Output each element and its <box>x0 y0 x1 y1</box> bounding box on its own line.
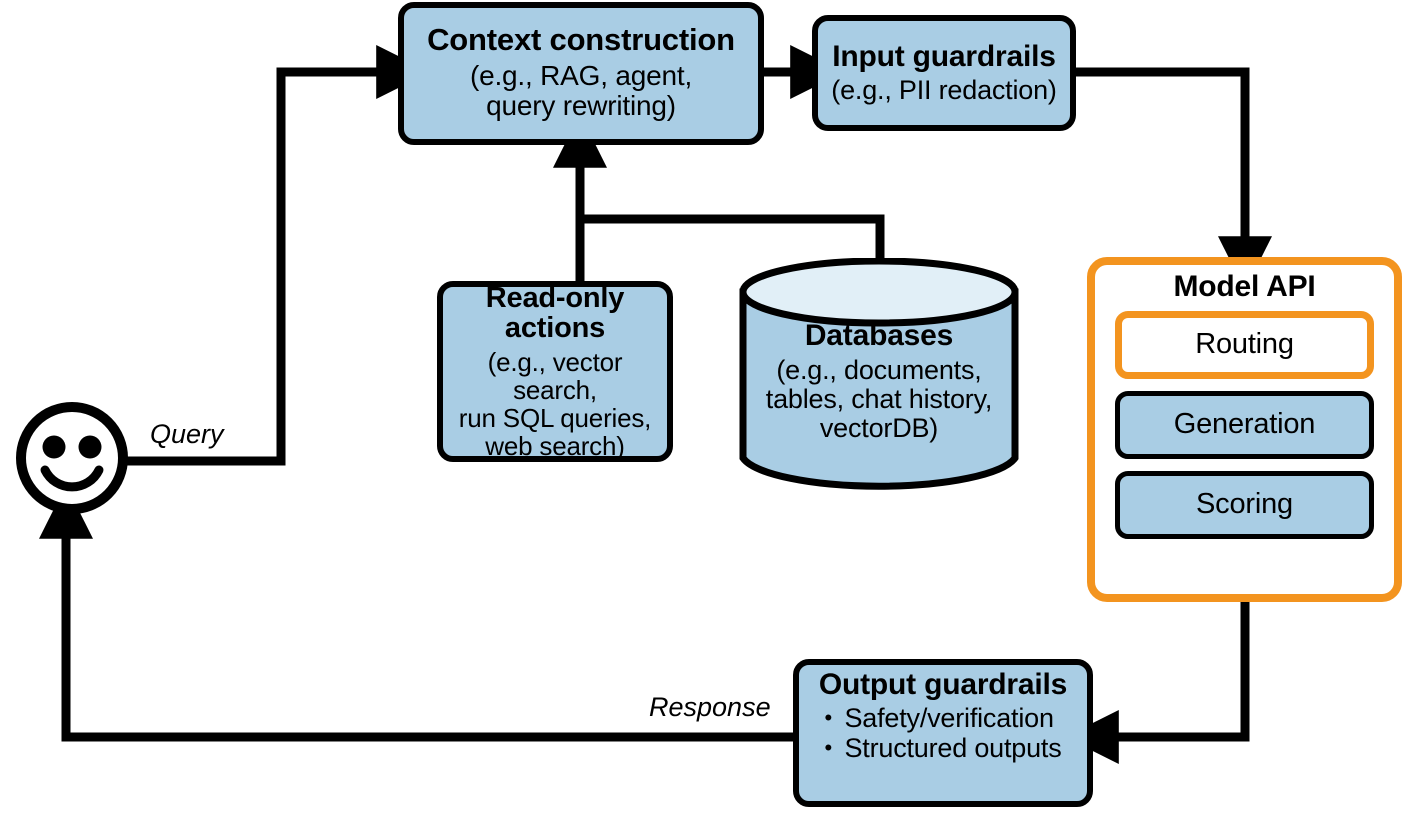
input-guardrails-subtitle-line: (e.g., PII redaction) <box>831 74 1057 105</box>
read-only-actions-node[interactable]: Read-only actions (e.g., vector search, … <box>437 281 673 462</box>
input-guardrails-title: Input guardrails <box>832 40 1056 74</box>
user-node <box>14 400 130 516</box>
output-guardrails-bullet: Safety/verification <box>824 703 1061 733</box>
output-guardrails-node[interactable]: Output guardrails Safety/verification St… <box>793 659 1093 807</box>
smiley-face-icon <box>16 402 128 514</box>
read-only-actions-title: Read-only actions <box>485 281 625 345</box>
context-construction-subtitle-line: (e.g., RAG, agent, <box>469 59 693 91</box>
databases-subtitle-line: (e.g., documents, <box>776 354 982 385</box>
database-cylinder-icon <box>739 258 1019 490</box>
context-construction-title: Context construction <box>427 21 735 57</box>
output-guardrails-bullet: Structured outputs <box>824 733 1061 763</box>
read-only-actions-subtitle-line: web search) <box>485 431 625 462</box>
edge-response <box>39 484 793 742</box>
edge-model-api-to-output-guardrails <box>1064 602 1250 764</box>
model-api-submodule-generation[interactable]: Generation <box>1115 390 1374 459</box>
input-guardrails-node[interactable]: Input guardrails (e.g., PII redaction) <box>812 15 1076 131</box>
read-only-actions-subtitle: (e.g., vector search, run SQL queries, w… <box>449 348 661 460</box>
model-api-submodule-scoring[interactable]: Scoring <box>1115 470 1374 539</box>
databases-subtitle: (e.g., documents, tables, chat history, … <box>765 354 993 443</box>
context-construction-subtitle: (e.g., RAG, agent, query rewriting) <box>469 59 693 121</box>
context-construction-subtitle-line: query rewriting) <box>486 89 676 121</box>
edge-query <box>122 45 431 466</box>
edge-databases-to-context <box>580 214 885 262</box>
context-construction-node[interactable]: Context construction (e.g., RAG, agent, … <box>398 2 764 145</box>
model-api-title: Model API <box>1173 270 1316 303</box>
output-guardrails-bullet-list: Safety/verification Structured outputs <box>824 703 1061 763</box>
input-guardrails-subtitle: (e.g., PII redaction) <box>831 74 1057 105</box>
read-only-actions-subtitle-line: run SQL queries, <box>458 402 652 433</box>
databases-subtitle-line: vectorDB) <box>819 412 939 443</box>
databases-subtitle-line: tables, chat history, <box>765 383 993 414</box>
edge-input-guardrails-to-model-api <box>1076 67 1272 291</box>
edge-label-response: Response <box>645 692 775 723</box>
read-only-actions-subtitle-line: (e.g., vector search, <box>487 346 623 405</box>
output-guardrails-title: Output guardrails <box>818 668 1068 701</box>
model-api-submodule-routing[interactable]: Routing <box>1115 310 1374 379</box>
databases-node[interactable]: Databases (e.g., documents, tables, chat… <box>737 258 1021 492</box>
edge-label-query: Query <box>146 419 228 450</box>
model-api-node[interactable]: Model API Routing Generation Scoring <box>1087 257 1402 602</box>
databases-title: Databases <box>804 319 954 352</box>
